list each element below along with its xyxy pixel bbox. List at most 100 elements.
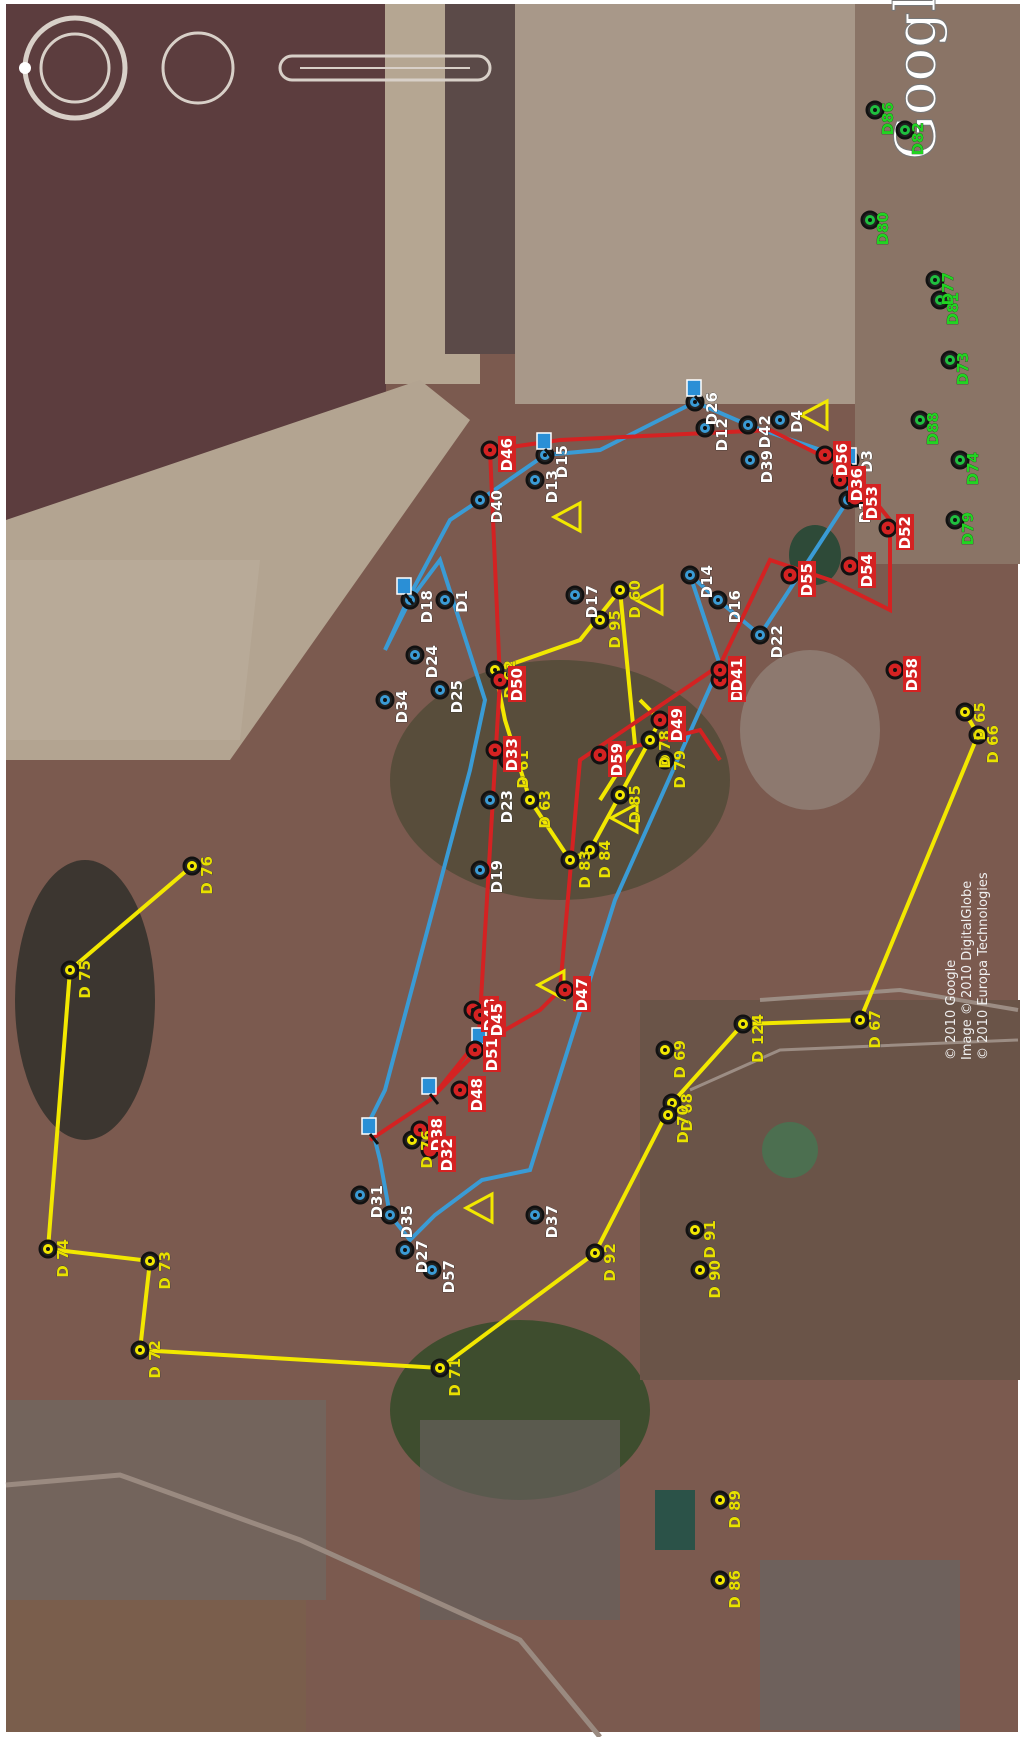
circle-marker-icon[interactable] xyxy=(430,1358,450,1378)
look-ring-icon[interactable] xyxy=(161,31,235,105)
circle-marker-icon[interactable] xyxy=(525,470,545,490)
circle-marker-icon[interactable] xyxy=(470,490,490,510)
circle-marker-icon[interactable] xyxy=(610,785,630,805)
circle-marker-icon[interactable] xyxy=(695,418,715,438)
circle-marker-icon[interactable] xyxy=(658,1105,678,1125)
pushpin-icon[interactable] xyxy=(686,379,705,407)
field xyxy=(6,1600,306,1732)
circle-marker-icon[interactable] xyxy=(925,270,945,290)
point-label: D14 xyxy=(698,565,716,598)
circle-marker-icon[interactable] xyxy=(708,590,728,610)
circle-marker-icon[interactable] xyxy=(850,1010,870,1030)
circle-marker-icon[interactable] xyxy=(750,625,770,645)
point-label: D51 xyxy=(483,1038,501,1071)
circle-marker-icon[interactable] xyxy=(860,210,880,230)
circle-marker-icon[interactable] xyxy=(655,1040,675,1060)
pushpin-icon[interactable] xyxy=(396,577,415,605)
circle-marker-icon[interactable] xyxy=(930,290,950,310)
circle-marker-icon[interactable] xyxy=(182,856,202,876)
circle-marker-icon[interactable] xyxy=(470,860,490,880)
circle-marker-icon[interactable] xyxy=(940,350,960,370)
circle-marker-icon[interactable] xyxy=(435,590,455,610)
circle-marker-icon[interactable] xyxy=(710,1570,730,1590)
point-label: D 85 xyxy=(626,785,644,824)
zoom-slider-icon[interactable] xyxy=(278,54,492,82)
point-label: D 89 xyxy=(726,1490,744,1529)
pushpin-icon[interactable] xyxy=(421,1077,440,1105)
triangle-marker-icon[interactable] xyxy=(462,1191,494,1225)
circle-marker-icon[interactable] xyxy=(405,645,425,665)
circle-marker-icon[interactable] xyxy=(565,585,585,605)
point-label: D80 xyxy=(874,212,892,245)
circle-marker-icon[interactable] xyxy=(422,1260,442,1280)
marker-dot xyxy=(718,1578,722,1582)
circle-marker-icon[interactable] xyxy=(38,1239,58,1259)
marker-dot xyxy=(703,426,707,430)
navigation-ring-icon[interactable] xyxy=(19,15,128,121)
pushpin-icon[interactable] xyxy=(361,1117,380,1145)
marker-dot xyxy=(543,453,547,457)
point-label: D46 xyxy=(498,438,516,471)
point-label: D 92 xyxy=(601,1243,619,1282)
red-label: D45 xyxy=(488,1001,506,1037)
circle-marker-icon[interactable] xyxy=(690,1260,710,1280)
triangle-marker-icon[interactable] xyxy=(550,500,582,534)
red-label: D32 xyxy=(438,1136,456,1172)
circle-marker-icon[interactable] xyxy=(895,120,915,140)
point-label: D27 xyxy=(413,1240,431,1273)
circle-marker-icon[interactable] xyxy=(950,450,970,470)
circle-marker-icon[interactable] xyxy=(430,680,450,700)
marker-dot xyxy=(688,573,692,577)
circle-marker-icon[interactable] xyxy=(130,1340,150,1360)
marker-dot xyxy=(488,448,492,452)
marker-dot xyxy=(976,733,980,737)
circle-marker-icon[interactable] xyxy=(520,790,540,810)
circle-marker-icon[interactable] xyxy=(945,510,965,530)
triangle-marker-icon[interactable] xyxy=(632,583,664,617)
circle-marker-icon[interactable] xyxy=(655,750,675,770)
circle-marker-icon[interactable] xyxy=(733,1014,753,1034)
circle-marker-icon[interactable] xyxy=(770,410,790,430)
point-label: D39 xyxy=(758,450,776,483)
point-label: D36 xyxy=(848,468,866,501)
point-label: D 63 xyxy=(536,790,554,829)
circle-marker-icon[interactable] xyxy=(610,580,630,600)
circle-marker-icon[interactable] xyxy=(60,960,80,980)
circle-marker-icon[interactable] xyxy=(738,415,758,435)
circle-marker-icon[interactable] xyxy=(590,610,610,630)
point-label: D22 xyxy=(768,625,786,658)
circle-marker-icon[interactable] xyxy=(580,840,600,860)
pushpin-icon[interactable] xyxy=(536,432,555,460)
red-label: D48 xyxy=(468,1076,486,1112)
circle-marker-icon[interactable] xyxy=(680,565,700,585)
circle-marker-icon[interactable] xyxy=(968,725,988,745)
circle-marker-icon[interactable] xyxy=(395,1240,415,1260)
circle-marker-icon[interactable] xyxy=(375,690,395,710)
marker-dot xyxy=(498,678,502,682)
marker-dot xyxy=(748,458,752,462)
circle-marker-icon[interactable] xyxy=(740,450,760,470)
circle-marker-icon[interactable] xyxy=(480,790,500,810)
triangle-marker-icon[interactable] xyxy=(607,801,639,835)
circle-marker-icon[interactable] xyxy=(640,730,660,750)
circle-marker-icon[interactable] xyxy=(350,1185,370,1205)
circle-marker-icon[interactable] xyxy=(525,1205,545,1225)
circle-marker-icon[interactable] xyxy=(955,702,975,722)
ground-right xyxy=(640,1000,1020,1380)
circle-marker-icon[interactable] xyxy=(560,850,580,870)
circle-marker-icon[interactable] xyxy=(910,410,930,430)
point-label: D 65 xyxy=(971,702,989,741)
label-box xyxy=(833,441,851,477)
circle-marker-icon[interactable] xyxy=(585,1243,605,1263)
marker-dot xyxy=(568,858,572,862)
circle-marker-icon[interactable] xyxy=(685,1220,705,1240)
circle-marker-icon[interactable] xyxy=(380,1205,400,1225)
marker-dot xyxy=(873,108,877,112)
circle-marker-icon[interactable] xyxy=(865,100,885,120)
marker-dot xyxy=(718,1498,722,1502)
triangle-marker-icon[interactable] xyxy=(797,398,829,432)
circle-marker-icon[interactable] xyxy=(710,1490,730,1510)
circle-marker-icon[interactable] xyxy=(140,1251,160,1271)
